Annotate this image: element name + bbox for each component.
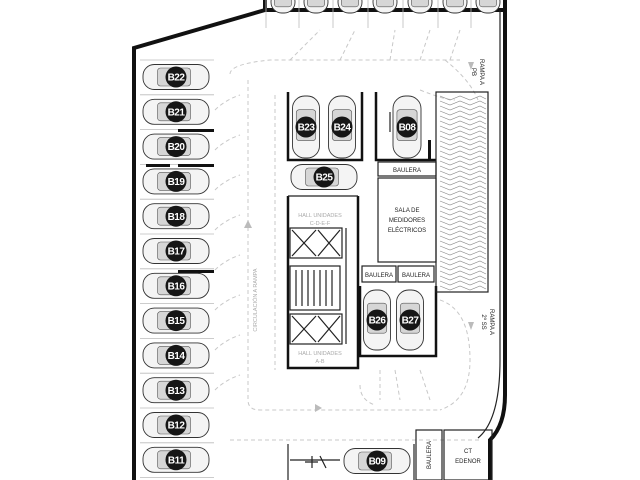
- car-icon: [475, 0, 501, 14]
- baulera-mid-right-box: [397, 265, 435, 283]
- sala-label-3: ELÉCTRICOS: [388, 227, 426, 234]
- space-badge: B25: [313, 166, 335, 188]
- bottom-area: [287, 429, 493, 480]
- space-badge: B09: [366, 450, 388, 472]
- space-badge: B16: [165, 275, 187, 297]
- circulation-paths: [214, 29, 480, 441]
- space-number: B15: [168, 316, 186, 327]
- baulera-mid-right-label: BAULERA: [402, 273, 430, 279]
- space-badge: B14: [165, 344, 187, 366]
- space-badge: B11: [165, 449, 187, 471]
- space-number: B17: [168, 247, 186, 258]
- space-badge: B21: [165, 101, 187, 123]
- sala-label-1: SALA DE: [394, 208, 419, 214]
- car-icon: [337, 0, 363, 14]
- space-number: B09: [369, 457, 387, 468]
- rampa-pb-label-2: PB: [470, 68, 476, 76]
- space-badge: B22: [165, 66, 187, 88]
- space-number: B23: [298, 123, 316, 134]
- space-number: B14: [168, 351, 186, 362]
- space-number: B26: [369, 316, 387, 327]
- elevator-top: [289, 227, 343, 259]
- rampa-2ss-label-2: 2º SS: [480, 314, 487, 329]
- baulera-bottom-label: BAULERA: [427, 441, 433, 469]
- ct-label-1: CT: [464, 449, 472, 455]
- hall-top-label-2: C-D-E-F: [310, 221, 331, 227]
- baulera-mid-left-box: [361, 265, 397, 283]
- hall-top-label-1: HALL UNIDADES: [298, 213, 342, 219]
- text-labels: BAULERA SALA DE MEDIDORES ELÉCTRICOS BAU…: [252, 59, 494, 469]
- sala-label-2: MEDIDORES: [389, 218, 425, 224]
- space-badge: B15: [165, 310, 187, 332]
- ct-edenor-box: [443, 429, 493, 480]
- hall-bottom-label-1: HALL UNIDADES: [298, 351, 342, 357]
- right-wall: [488, 10, 507, 480]
- rampa-pb-label-1: RAMPA A: [478, 59, 484, 85]
- space-number: B19: [168, 177, 186, 188]
- baulera-mid-left-label: BAULERA: [365, 273, 393, 279]
- space-number: B16: [168, 281, 186, 292]
- left-stall-lines: [140, 59, 214, 479]
- car-icon: [407, 0, 433, 14]
- space-badge: B13: [165, 379, 187, 401]
- right-inner-wall: [477, 10, 501, 439]
- space-number: B22: [168, 73, 186, 84]
- space-number: B13: [168, 386, 186, 397]
- space-number: B11: [168, 455, 185, 466]
- hall-bottom-label-2: A-B: [315, 359, 325, 365]
- car-icon: [442, 0, 468, 14]
- space-number: B12: [168, 421, 186, 432]
- space-badge: B26: [366, 309, 388, 331]
- top-parking-row: [265, 0, 501, 28]
- stair-core: [289, 265, 341, 311]
- car-icon: [303, 0, 329, 14]
- space-badge: B23: [295, 116, 317, 138]
- circulacion-label: CIRCULACIÓN A RAMPA: [252, 268, 259, 331]
- space-badge: B12: [165, 414, 187, 436]
- baulera-top-label: BAULERA: [393, 168, 421, 174]
- car-icon: [270, 0, 296, 14]
- space-number: B20: [168, 142, 186, 153]
- space-number: B08: [399, 123, 417, 134]
- car-icon: [372, 0, 398, 14]
- ct-label-2: EDENOR: [455, 459, 481, 465]
- space-number: B27: [402, 316, 420, 327]
- space-badge: B19: [165, 170, 187, 192]
- baulera-bottom-box: [415, 429, 443, 480]
- space-badge: B20: [165, 136, 187, 158]
- space-badge: B27: [399, 309, 421, 331]
- space-number: B21: [168, 107, 186, 118]
- rampa-2ss-label-1: RAMPA A: [488, 309, 494, 335]
- space-badge: B08: [396, 116, 418, 138]
- central-core: [286, 92, 438, 370]
- space-badge: B24: [331, 116, 353, 138]
- space-number: B24: [334, 123, 352, 134]
- space-badge: B17: [165, 240, 187, 262]
- space-number: B18: [168, 212, 186, 223]
- space-badge: B18: [165, 205, 187, 227]
- space-number: B25: [316, 173, 334, 184]
- ramp: [435, 91, 489, 293]
- elevator-bottom: [289, 313, 343, 345]
